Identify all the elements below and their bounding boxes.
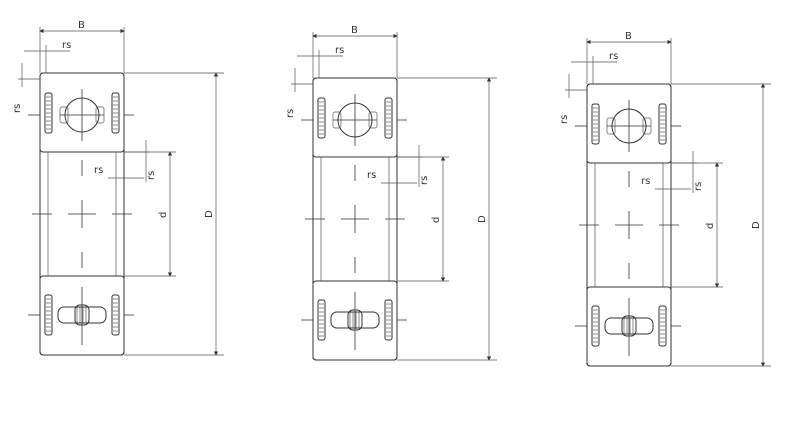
cage-pocket <box>59 106 69 124</box>
label-rs-side: rs <box>285 109 296 118</box>
seal-left <box>591 305 600 347</box>
bottom-section <box>586 286 672 367</box>
bearing-3: Brs rs rs rs d D <box>559 31 771 367</box>
seal-right <box>111 92 120 134</box>
label-d: d <box>158 212 169 218</box>
label-rs-inner: rs <box>641 176 650 187</box>
label-rs-side: rs <box>559 115 570 124</box>
top-section <box>586 83 672 164</box>
seal-left <box>317 97 326 139</box>
label-D: D <box>477 215 488 223</box>
cage-pocket <box>332 111 342 129</box>
label-d: d <box>705 223 716 229</box>
label-D: D <box>751 221 762 229</box>
label-B: B <box>351 25 358 36</box>
seal-left <box>317 299 326 341</box>
bearing-1: Brs rs rs rs d D <box>12 20 224 356</box>
label-rs-inner-side: rs <box>146 171 157 180</box>
cage-pocket <box>642 117 652 135</box>
top-section <box>39 72 125 153</box>
label-B: B <box>625 31 632 42</box>
seal-right <box>658 103 667 145</box>
label-rs-inner-side: rs <box>693 182 704 191</box>
seal-left <box>44 294 53 336</box>
label-rs: rs <box>335 45 344 56</box>
bearing-2: Brs rs rs rs d D <box>285 25 497 361</box>
seal-left <box>44 92 53 134</box>
cage-pocket <box>95 106 105 124</box>
seal-right <box>384 97 393 139</box>
label-rs-side: rs <box>12 104 23 113</box>
seal-right <box>384 299 393 341</box>
label-B: B <box>78 20 85 31</box>
label-D: D <box>204 210 215 218</box>
label-rs: rs <box>609 51 618 62</box>
seal-right <box>111 294 120 336</box>
cage-pocket <box>606 117 616 135</box>
label-rs: rs <box>62 40 71 51</box>
bottom-section <box>312 280 398 361</box>
seal-right <box>658 305 667 347</box>
top-section <box>312 77 398 158</box>
seal-left <box>591 103 600 145</box>
label-rs-inner: rs <box>367 170 376 181</box>
label-rs-inner-side: rs <box>419 176 430 185</box>
bottom-section <box>39 275 125 356</box>
label-d: d <box>431 217 442 223</box>
label-rs-inner: rs <box>94 165 103 176</box>
cage-pocket <box>368 111 378 129</box>
